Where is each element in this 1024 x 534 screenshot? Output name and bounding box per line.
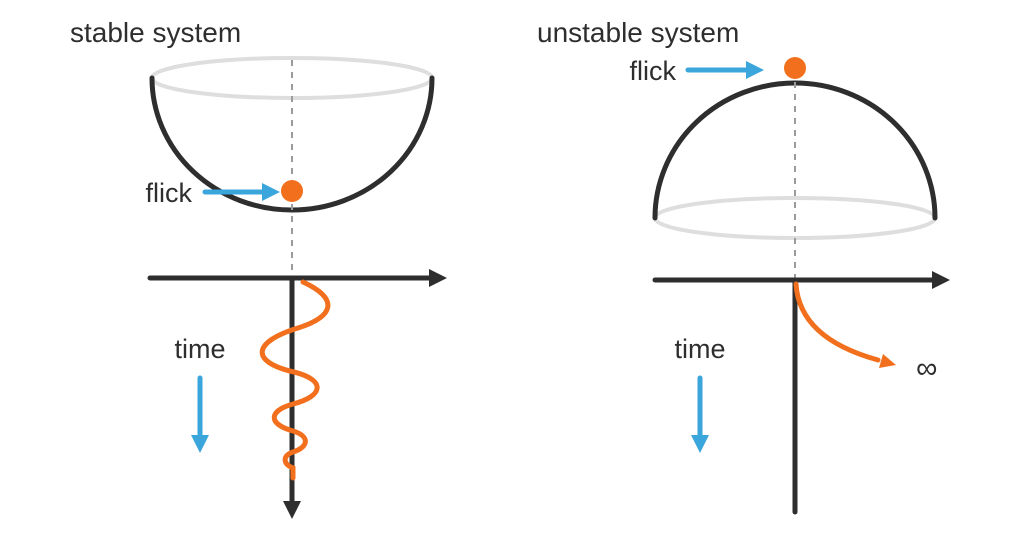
stable-time-label: time	[174, 334, 225, 364]
unstable-flick-arrowhead	[746, 61, 764, 79]
unstable-ball-icon	[784, 57, 806, 79]
stable-flick-arrow-icon	[202, 183, 280, 201]
stable-flick-arrowhead	[262, 183, 280, 201]
stable-panel-title: stable system	[70, 17, 241, 48]
stable-vertical-axis	[283, 275, 301, 519]
stable-panel: stable system flick	[70, 17, 447, 519]
infinity-label: ∞	[916, 352, 937, 385]
stable-horizontal-axis-arrowhead	[429, 269, 447, 287]
stable-vertical-axis-arrowhead	[283, 501, 301, 519]
unstable-time-arrowhead	[691, 435, 709, 453]
unstable-panel-title: unstable system	[537, 17, 739, 48]
divergence-curve	[793, 281, 881, 363]
stable-time-arrowhead	[191, 435, 209, 453]
unstable-flick-arrow-icon	[685, 61, 764, 79]
stable-time-arrow-icon	[191, 375, 209, 453]
unstable-horizontal-axis-arrowhead	[932, 271, 950, 289]
unstable-time-label: time	[674, 334, 725, 364]
unstable-horizontal-axis	[652, 271, 950, 289]
stable-flick-label: flick	[146, 178, 193, 208]
divergence-curve-group	[793, 281, 896, 368]
damped-oscillation-curve	[259, 279, 331, 481]
unstable-flick-label: flick	[630, 56, 677, 86]
unstable-time-arrow-icon	[691, 375, 709, 453]
unstable-panel: unstable system flick	[537, 17, 950, 515]
stable-ball-icon	[281, 180, 303, 202]
divergence-arrowhead	[879, 354, 896, 368]
stable-horizontal-axis	[147, 269, 447, 287]
